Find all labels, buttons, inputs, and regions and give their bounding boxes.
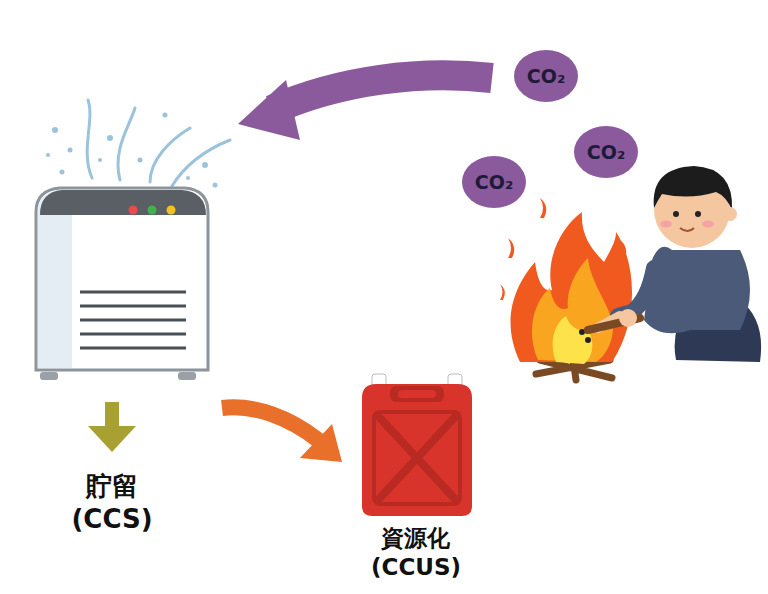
campfire-part-part bbox=[585, 337, 591, 343]
co2-bubble: CO₂ bbox=[574, 126, 638, 178]
airflow-part bbox=[46, 113, 218, 188]
airflow-part-part bbox=[163, 113, 168, 118]
gas-label: CO₂ bbox=[527, 67, 565, 86]
capture-machine-part bbox=[38, 190, 72, 368]
person-part bbox=[644, 247, 750, 334]
capture-machine-part bbox=[167, 206, 176, 215]
person-part bbox=[702, 221, 714, 228]
person-part bbox=[654, 166, 732, 210]
campfire-part-part bbox=[508, 238, 514, 258]
co2-bubble: CO₂ bbox=[462, 156, 526, 208]
capture-machine-part bbox=[148, 206, 157, 215]
process-label: 資源化 (CCUS) bbox=[371, 524, 461, 582]
capture-machine-part bbox=[80, 292, 186, 348]
fuel-can-part bbox=[380, 418, 454, 498]
capture-machine-part bbox=[40, 372, 58, 380]
airflow-part-part bbox=[138, 158, 143, 163]
gas-label: CO₂ bbox=[587, 143, 625, 162]
campfire-part-part bbox=[620, 240, 626, 260]
capture-machine-part bbox=[178, 372, 196, 380]
person-part bbox=[660, 221, 672, 228]
process-label: 貯留 (CCS) bbox=[71, 470, 152, 535]
gas-label: CO₂ bbox=[475, 173, 513, 192]
campfire-part bbox=[500, 198, 626, 300]
airflow-part-part bbox=[202, 162, 208, 168]
campfire-part-part bbox=[540, 198, 546, 218]
airflow-part-part bbox=[213, 183, 218, 188]
airflow-part bbox=[87, 100, 92, 178]
storage-arrow-part bbox=[105, 402, 119, 428]
airflow-part-part bbox=[46, 153, 50, 157]
capture-machine-part-part bbox=[80, 319, 186, 322]
campfire-part-part bbox=[500, 284, 505, 300]
capture-arrow bbox=[238, 75, 492, 140]
fuel-can-part bbox=[362, 384, 472, 516]
airflow-part bbox=[150, 128, 190, 182]
capture-machine-part bbox=[129, 206, 138, 215]
capture-machine-part bbox=[36, 188, 208, 370]
airflow-part-part bbox=[107, 135, 113, 141]
person-part bbox=[673, 211, 679, 217]
airflow-part-part bbox=[68, 148, 73, 153]
utilization-arrow bbox=[222, 407, 342, 462]
person-part bbox=[695, 211, 701, 217]
capture-machine-part bbox=[40, 190, 206, 215]
utilization-arrow-part bbox=[300, 424, 342, 462]
person-part bbox=[680, 228, 694, 231]
fuel-can-part bbox=[398, 390, 436, 398]
person-part bbox=[723, 207, 737, 221]
fuel-can bbox=[362, 374, 472, 516]
airflow-part-part bbox=[52, 127, 58, 133]
airflow-part-part bbox=[98, 158, 102, 162]
storage-arrow bbox=[88, 402, 136, 452]
fuel-can-part bbox=[374, 412, 460, 504]
capture-machine bbox=[36, 188, 208, 380]
capture-arrow-part bbox=[272, 75, 492, 110]
fuel-can-part bbox=[390, 386, 444, 402]
campfire-part bbox=[553, 316, 593, 364]
person bbox=[588, 166, 761, 362]
capture-machine-part-part bbox=[80, 291, 186, 294]
capture-arrow-part bbox=[238, 80, 300, 140]
capture-machine-part-part bbox=[80, 305, 186, 308]
storage-arrow-part bbox=[88, 426, 136, 452]
person-part bbox=[618, 268, 654, 316]
person-part bbox=[619, 309, 637, 327]
campfire bbox=[500, 198, 632, 380]
airflow-part bbox=[172, 140, 230, 186]
airflow bbox=[46, 100, 230, 188]
co2-bubble: CO₂ bbox=[514, 50, 578, 102]
airflow-part-part bbox=[60, 170, 65, 175]
capture-machine-part-part bbox=[80, 347, 186, 350]
utilization-arrow-part bbox=[222, 407, 318, 440]
capture-machine-part-part bbox=[80, 333, 186, 336]
airflow-part-part bbox=[186, 176, 190, 180]
airflow-part bbox=[118, 108, 135, 180]
